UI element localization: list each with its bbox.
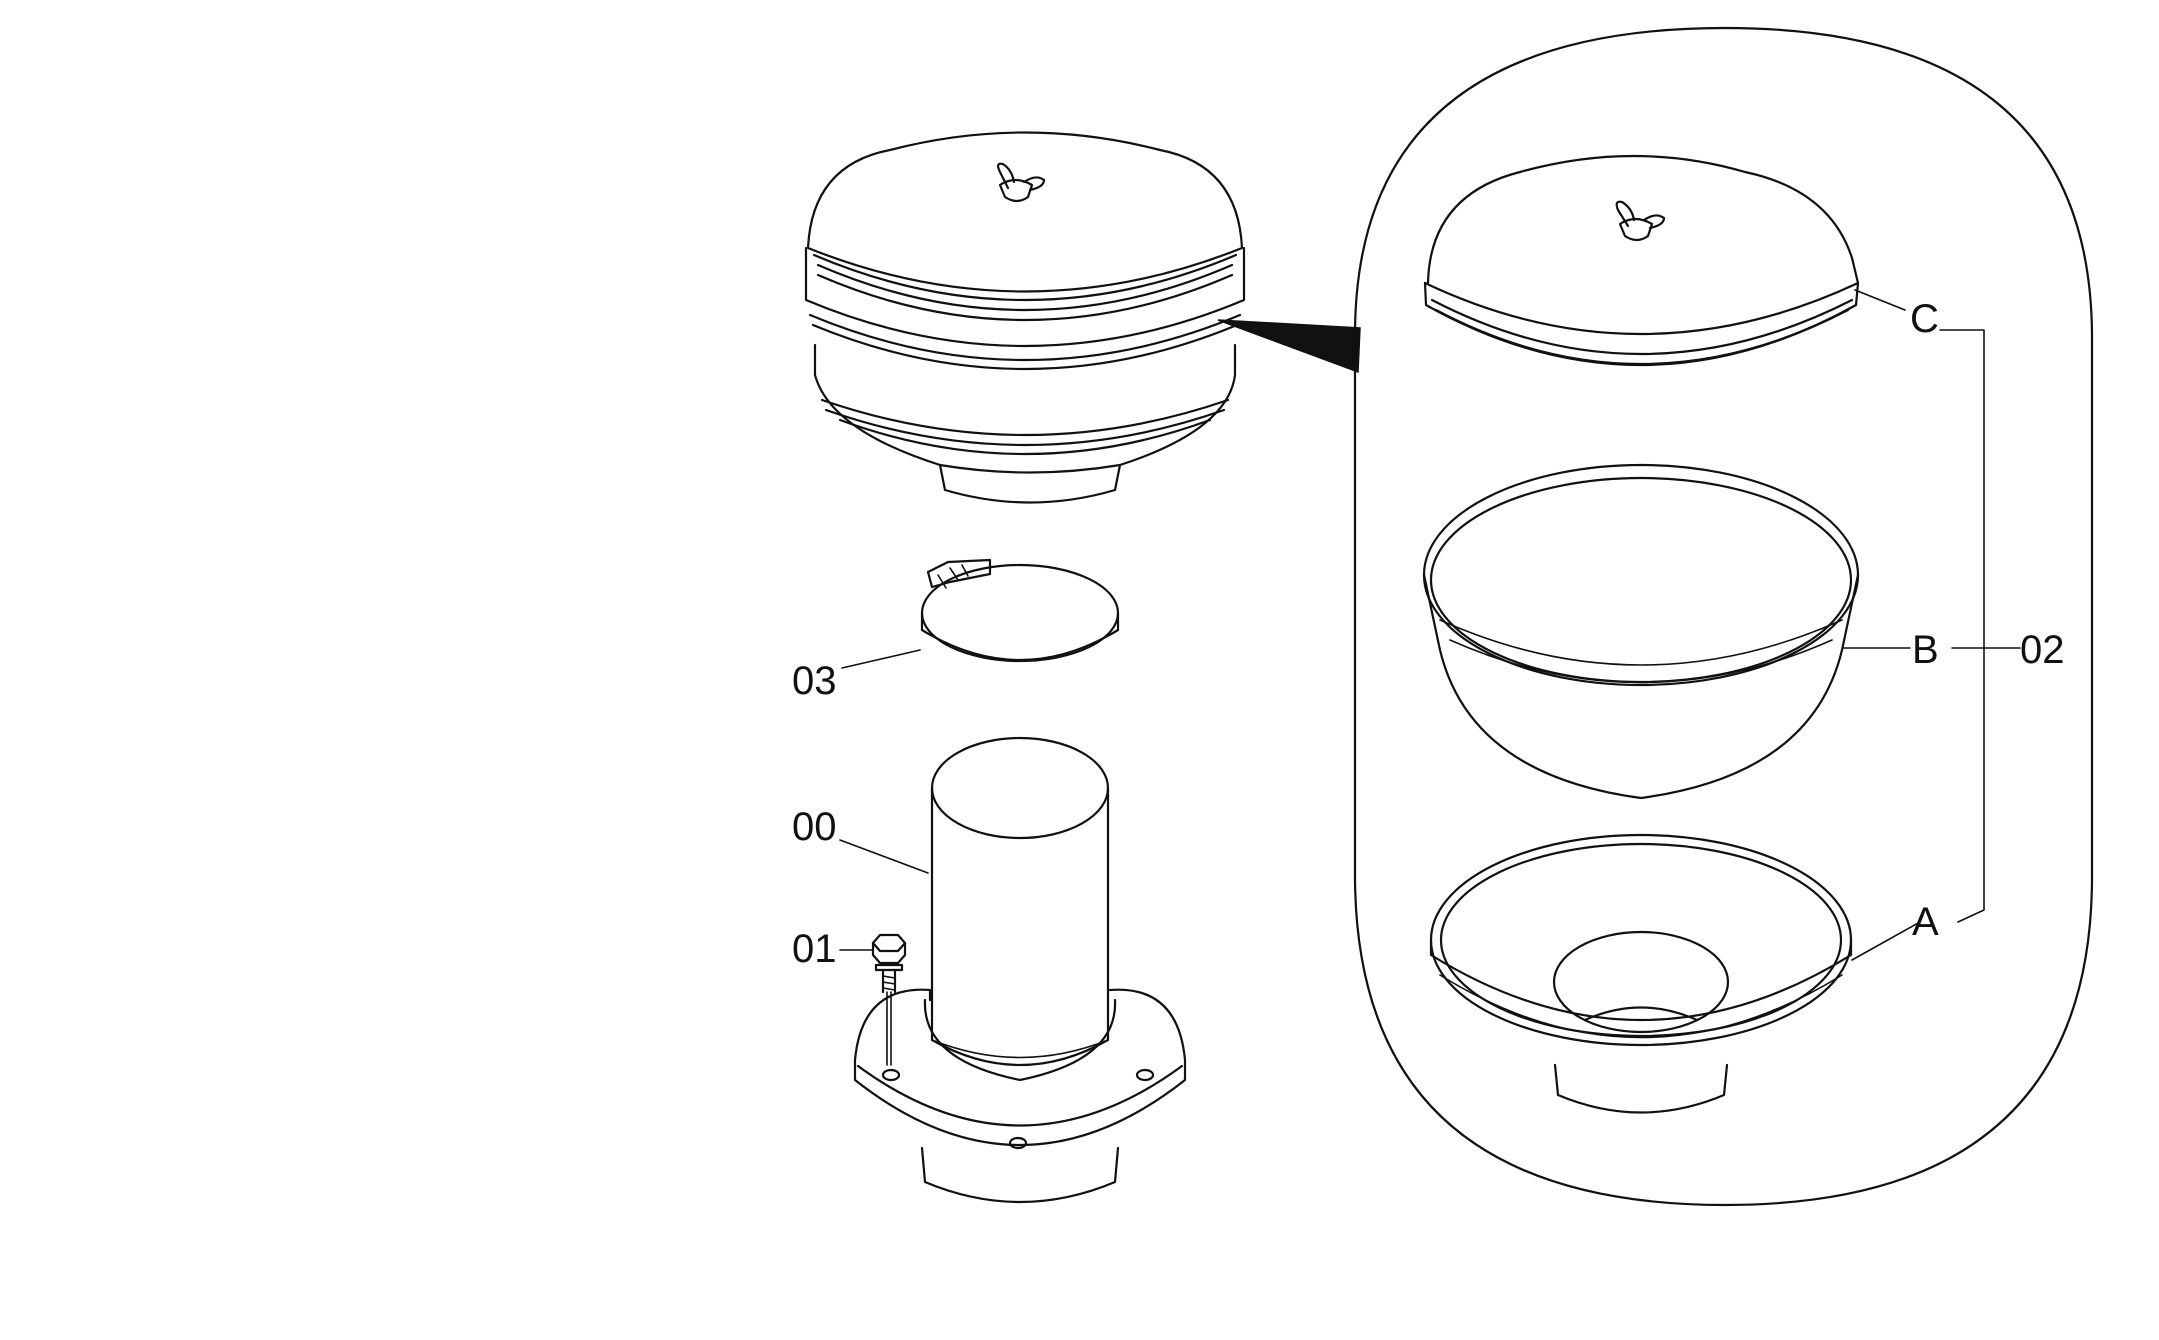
detail-callout-pointer [1217, 319, 1361, 374]
detail-label-c: C [1910, 297, 1939, 341]
hex-bolt [871, 933, 907, 1066]
detail-leader-lines [1842, 289, 2021, 961]
hose-clamp [920, 558, 1120, 663]
part-label-03: 03 [792, 659, 837, 703]
part-label-00: 00 [792, 805, 837, 849]
detail-part-b-ring [1422, 463, 1860, 800]
wing-nut-icon [1615, 200, 1666, 242]
detail-part-a-base [1429, 833, 1853, 1114]
detail-label-b: B [1912, 628, 1939, 672]
part-label-02: 02 [2020, 628, 2065, 672]
detail-label-a: A [1912, 900, 1939, 944]
part-label-01: 01 [792, 927, 837, 971]
detail-view [1353, 26, 2094, 1207]
intake-pipe [853, 736, 1187, 1204]
wing-nut-icon [996, 162, 1046, 203]
air-cleaner-assembly [804, 131, 1246, 504]
leader-lines [839, 649, 929, 951]
detail-part-c-lid [1423, 154, 1860, 367]
